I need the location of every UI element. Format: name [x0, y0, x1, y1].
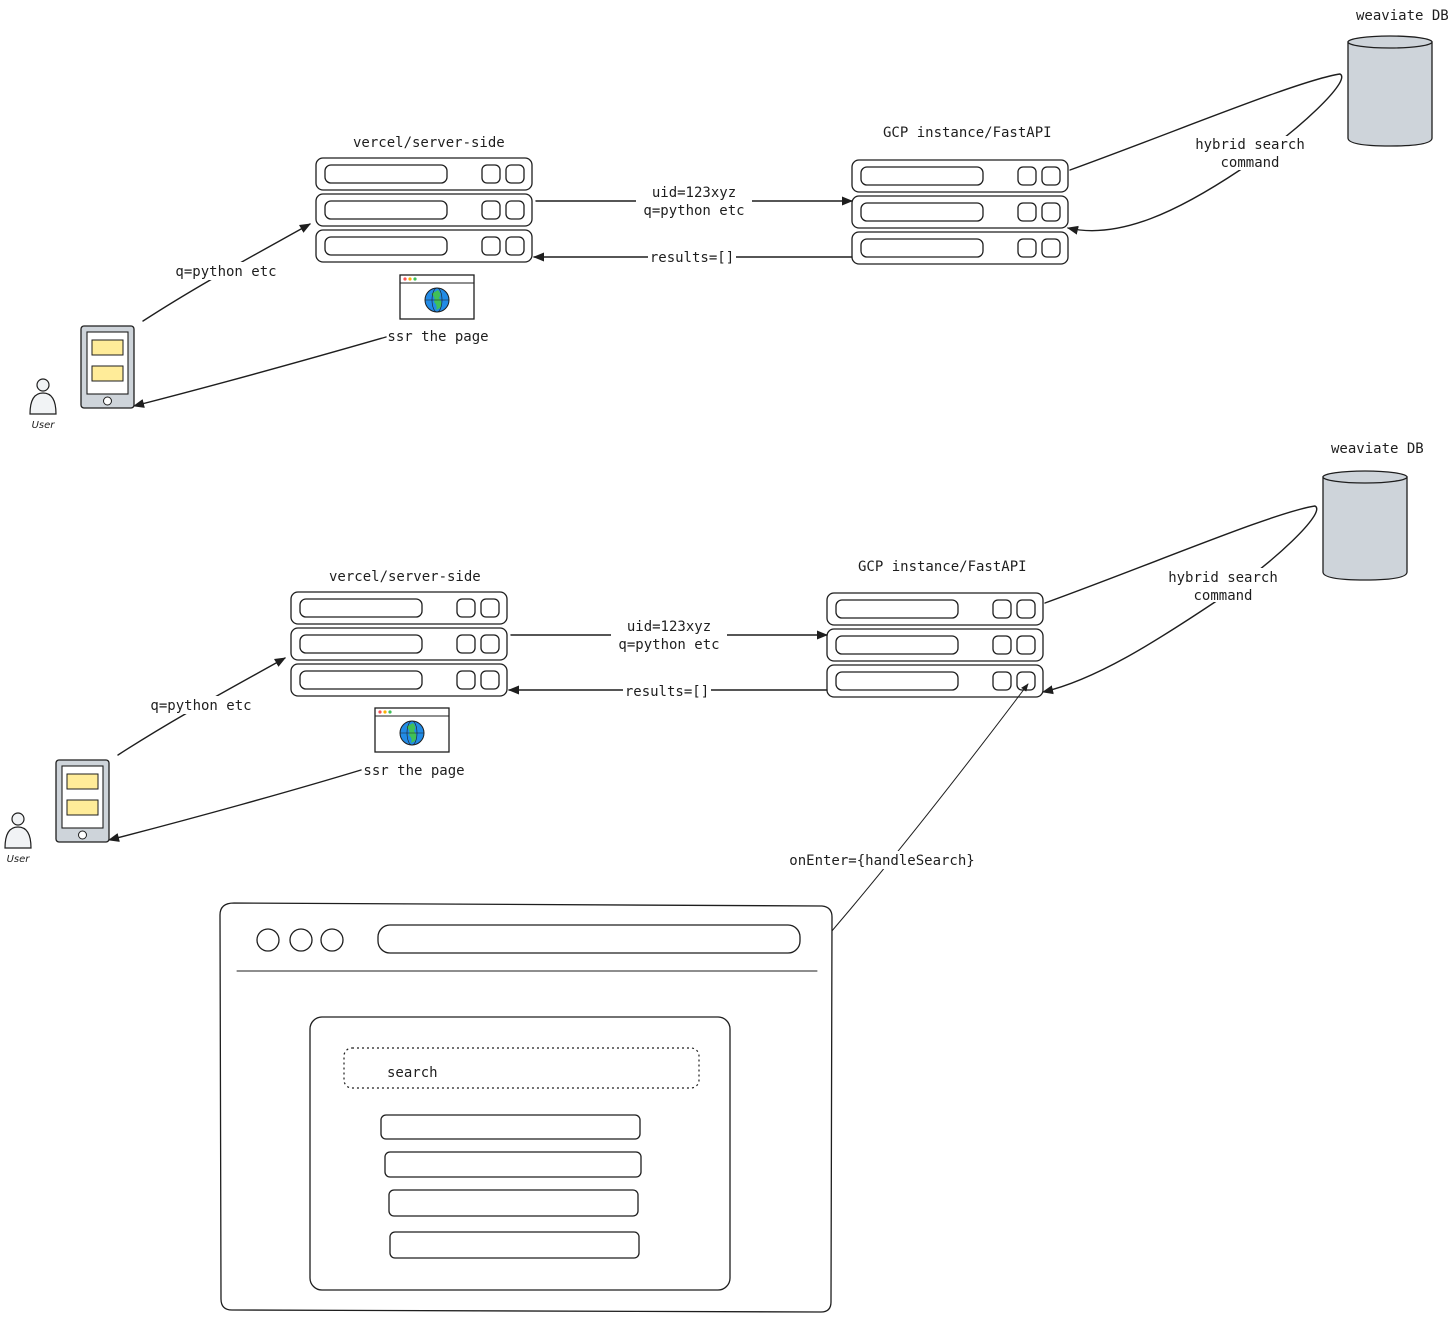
user-query-label: q=python etc	[150, 698, 251, 714]
user-label: User	[7, 854, 31, 865]
db-command-line1: hybrid search	[1168, 570, 1278, 586]
diagram-2: weaviate DB vercel/server-side	[4, 441, 1424, 1313]
browser-window-icon	[399, 274, 475, 320]
request-label-line2: q=python etc	[643, 203, 744, 219]
db-query-arrow	[1041, 505, 1318, 695]
globe-icon	[424, 287, 450, 313]
window-dot-icon	[256, 928, 280, 952]
search-placeholder: search	[387, 1065, 438, 1081]
ssr-label: ssr the page	[387, 329, 488, 345]
browser-window-icon	[374, 707, 450, 753]
request-label-line1: uid=123xyz	[627, 619, 711, 635]
user-query-label: q=python etc	[175, 264, 276, 280]
db-command-line1: hybrid search	[1195, 137, 1305, 153]
api-label: GCP instance/FastAPI	[883, 125, 1052, 141]
browser-mockup: search	[219, 902, 833, 1313]
response-label: results=[]	[625, 684, 709, 700]
database-icon	[1322, 470, 1408, 581]
result-item	[388, 1189, 639, 1217]
response-label: results=[]	[650, 250, 734, 266]
db-command-line2: command	[1220, 155, 1279, 171]
api-label: GCP instance/FastAPI	[858, 559, 1027, 575]
server-stack-icon	[851, 159, 1069, 265]
user-label: User	[32, 420, 56, 431]
server-stack-icon	[826, 592, 1044, 698]
request-label-line1: uid=123xyz	[652, 185, 736, 201]
request-label-line2: q=python etc	[618, 637, 719, 653]
db-label: weaviate DB	[1331, 441, 1424, 457]
window-dot-icon	[289, 928, 313, 952]
globe-icon	[399, 720, 425, 746]
db-query-arrow	[1066, 73, 1343, 235]
db-command-line2: command	[1193, 588, 1252, 604]
result-item	[384, 1151, 642, 1178]
tablet-icon	[55, 759, 110, 843]
diagram-1: weaviate DB vercel/server-side	[29, 8, 1449, 431]
user-icon	[29, 378, 57, 415]
database-icon	[1347, 35, 1433, 147]
server-stack-icon	[290, 591, 508, 697]
server-label: vercel/server-side	[353, 135, 505, 151]
window-dot-icon	[320, 928, 344, 952]
event-label: onEnter={handleSearch}	[789, 853, 974, 869]
tablet-icon	[80, 325, 135, 409]
user-icon	[4, 812, 32, 849]
ssr-arrow	[107, 769, 362, 842]
address-bar	[377, 924, 801, 954]
search-input	[343, 1047, 700, 1089]
result-item	[389, 1231, 640, 1259]
ssr-arrow	[132, 336, 387, 408]
ssr-label: ssr the page	[363, 763, 464, 779]
result-item	[380, 1114, 641, 1140]
db-label: weaviate DB	[1356, 8, 1449, 24]
server-stack-icon	[315, 157, 533, 263]
server-label: vercel/server-side	[329, 569, 481, 585]
